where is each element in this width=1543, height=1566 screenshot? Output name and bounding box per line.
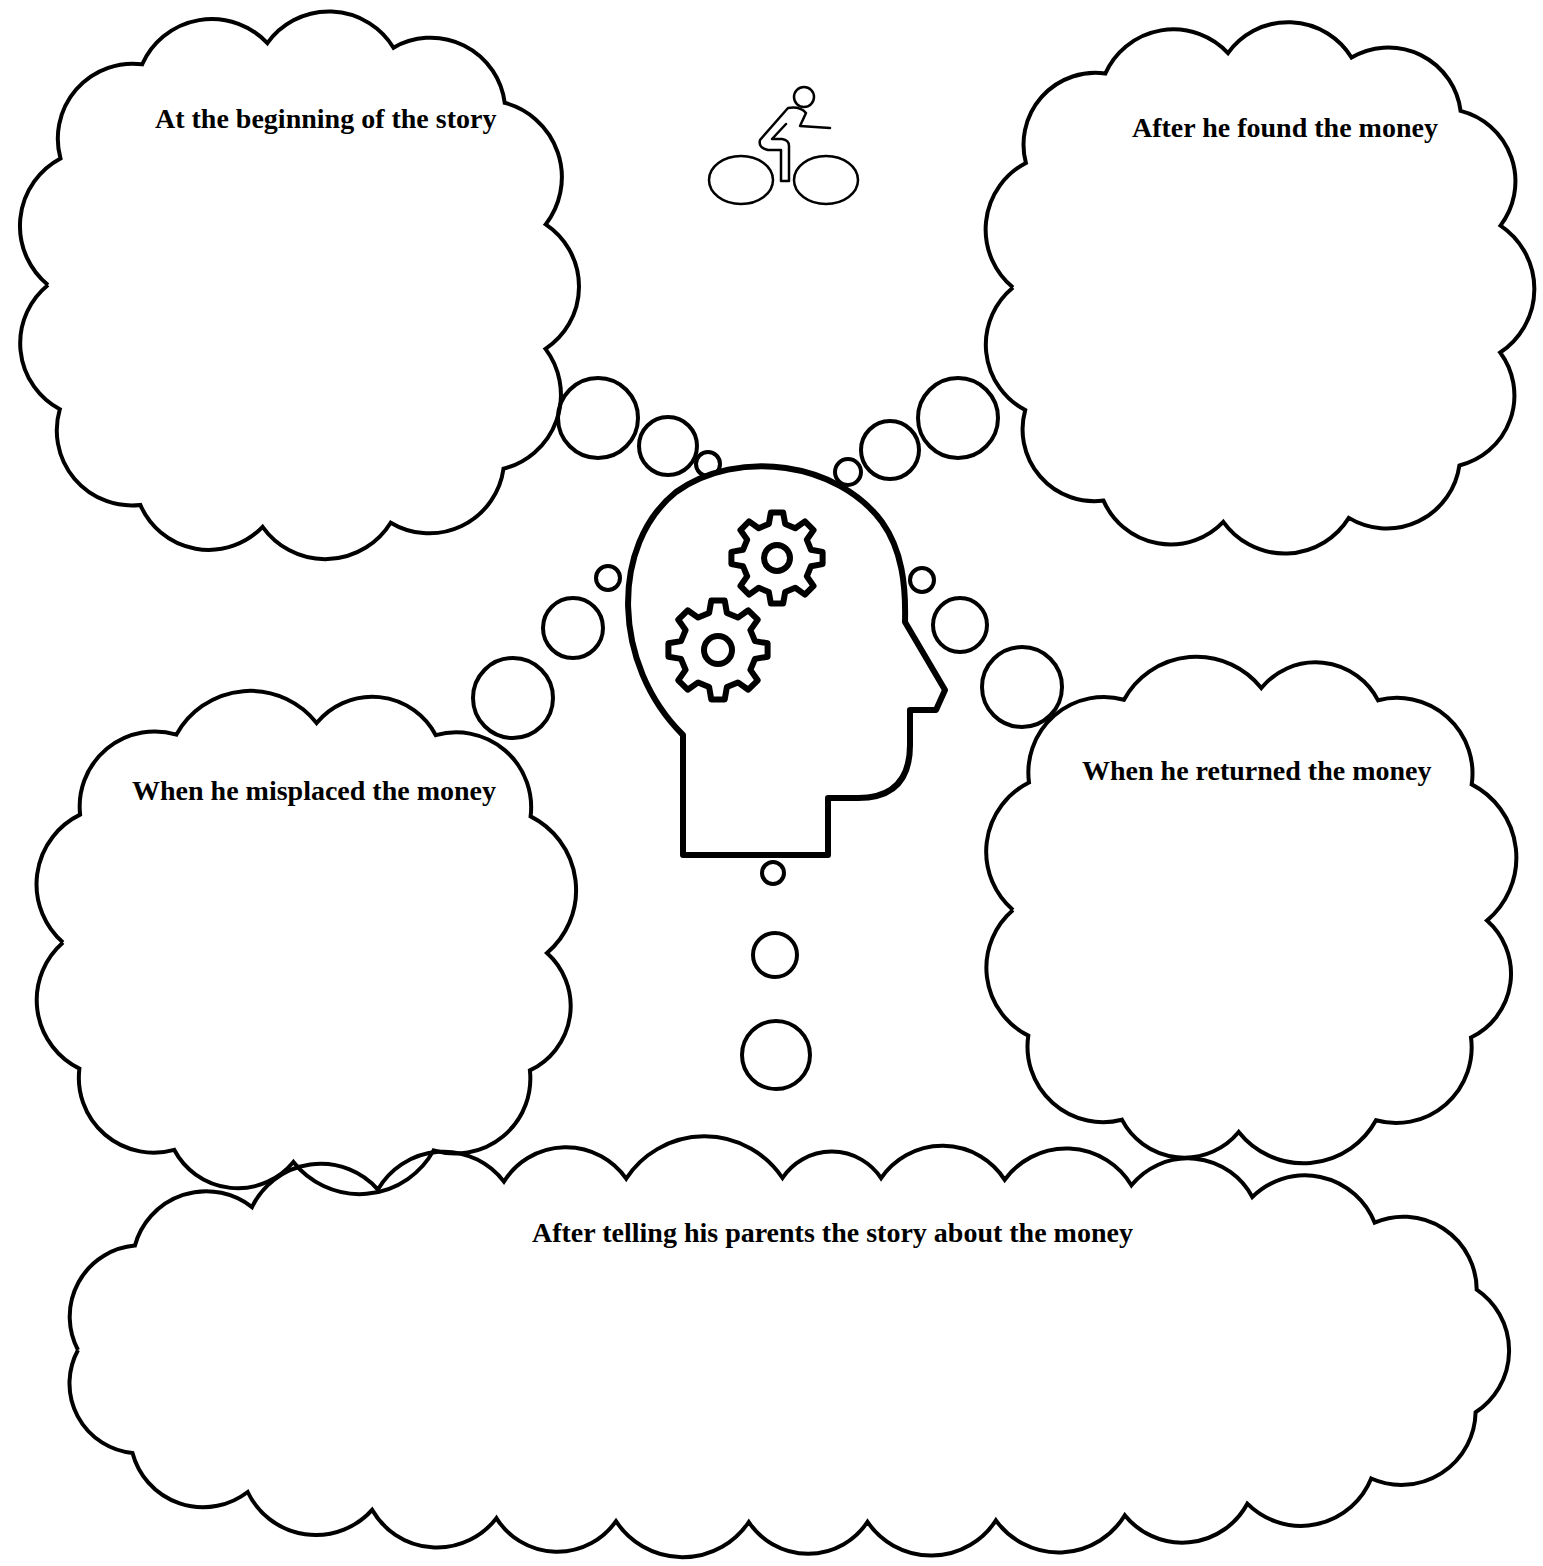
bicycle-icon	[709, 87, 858, 204]
gear	[731, 512, 822, 603]
gear-hole	[764, 545, 790, 571]
thought-cloud: After he found the money	[975, 15, 1540, 560]
thought-cloud: After telling his parents the story abou…	[40, 1140, 1525, 1560]
cloud-heading: At the beginning of the story	[155, 103, 496, 135]
cloud-outline-path	[986, 22, 1535, 553]
thought-cloud: When he misplaced the money	[25, 685, 585, 1200]
cloud-heading: When he misplaced the money	[132, 775, 496, 807]
cloud-outline-path	[20, 12, 579, 560]
cloud-outline	[25, 685, 585, 1200]
cloud-outline	[975, 15, 1540, 560]
cloud-outline	[10, 5, 585, 565]
cloud-heading: After telling his parents the story abou…	[532, 1217, 1133, 1249]
gears	[668, 512, 822, 699]
thought-bubbles	[473, 378, 1062, 1089]
gear	[668, 600, 767, 699]
cloud-outline-path	[37, 691, 577, 1194]
cloud-outline	[975, 650, 1525, 1170]
cloud-outline-path	[69, 1136, 1509, 1557]
cloud-outline-path	[986, 657, 1516, 1164]
cloud-heading: After he found the money	[1132, 112, 1438, 144]
gear-hole	[704, 636, 732, 664]
cloud-heading: When he returned the money	[1082, 755, 1431, 787]
thought-cloud: At the beginning of the story	[10, 5, 585, 565]
head-outline	[628, 466, 945, 855]
cloud-outline	[40, 1140, 1525, 1560]
thought-cloud: When he returned the money	[975, 650, 1525, 1170]
